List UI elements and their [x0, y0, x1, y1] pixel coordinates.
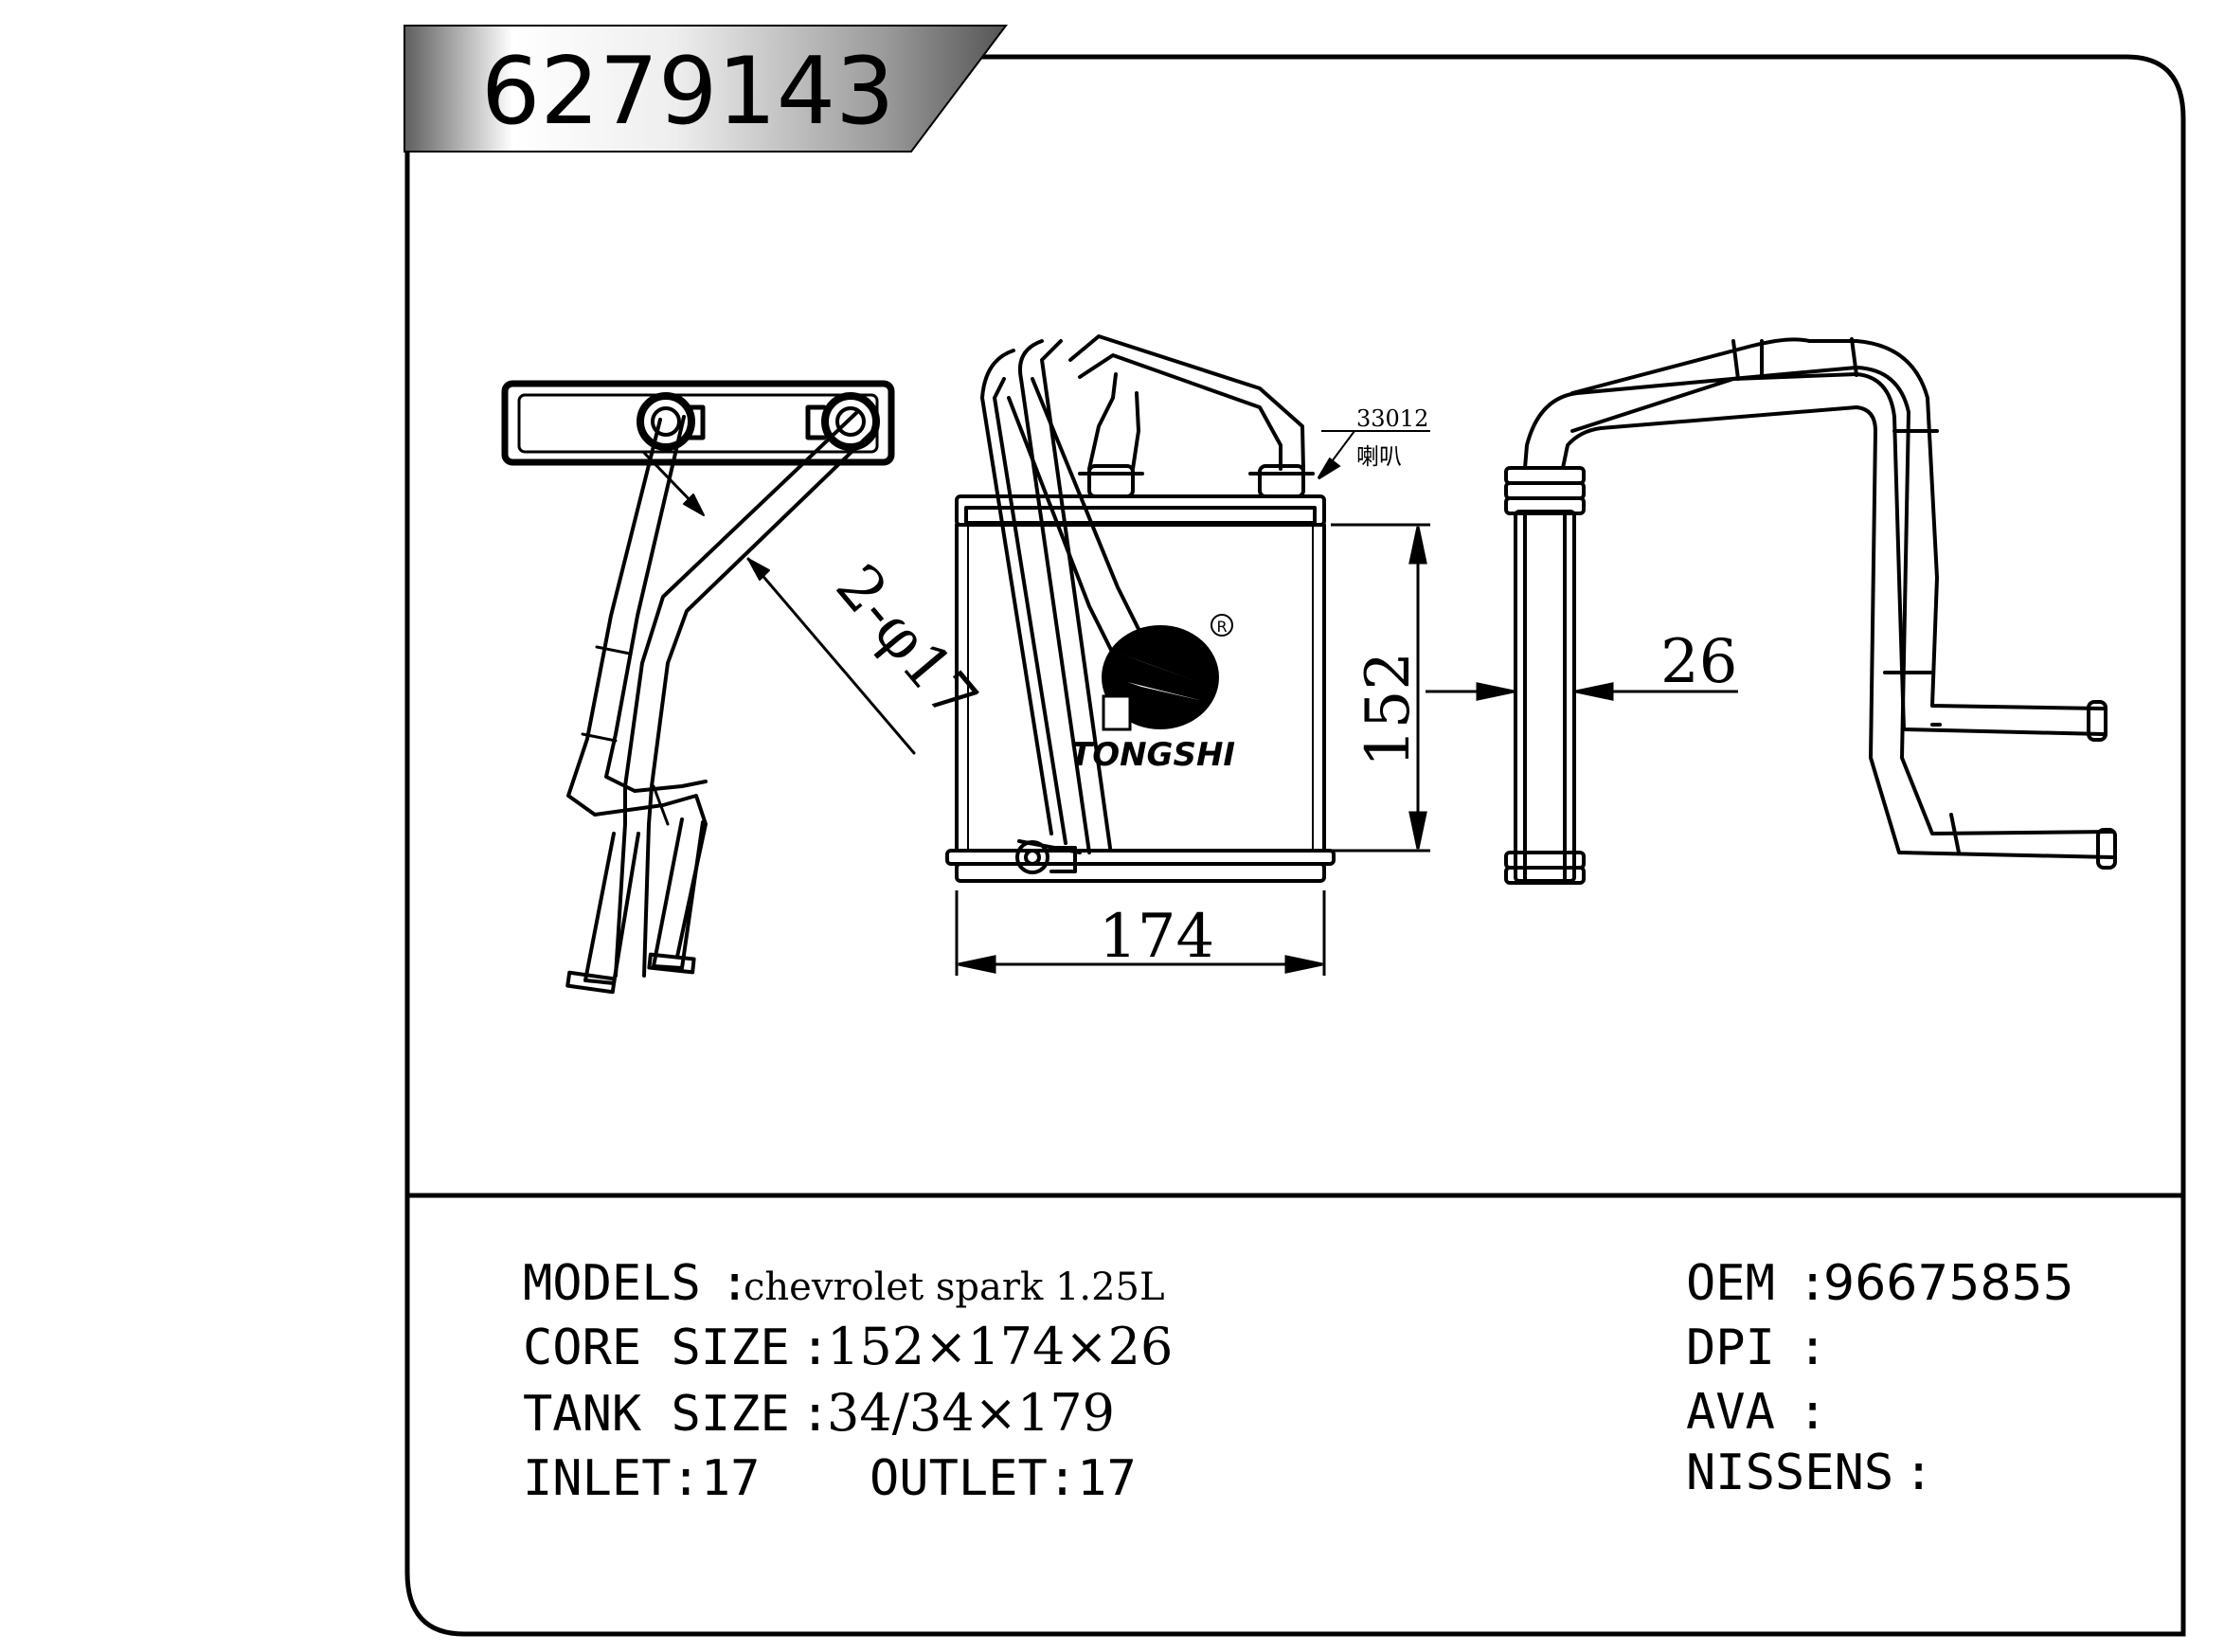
models-label: MODELS — [523, 1255, 701, 1312]
dpi-label: DPI — [1686, 1320, 1775, 1376]
inlet-text: INLET:17 — [523, 1450, 760, 1507]
width-dimension: 174 — [1099, 902, 1214, 972]
tank-size-separator: : — [800, 1386, 830, 1443]
tank-size-label: TANK SIZE — [523, 1386, 790, 1443]
models-separator: : — [720, 1255, 749, 1312]
dpi-separator: : — [1798, 1320, 1827, 1376]
height-dimension: 152 — [1354, 652, 1424, 767]
oem-label: OEM — [1686, 1255, 1775, 1312]
front-view-drawing — [945, 334, 1336, 883]
core-size-label: CORE SIZE — [523, 1320, 790, 1376]
oem-value: 96675855 — [1823, 1255, 2074, 1312]
core-size-value: 152×174×26 — [827, 1317, 1173, 1376]
port-note-code: 33012 — [1356, 405, 1428, 432]
spec-left-column: MODELS : chevrolet spark 1.25L CORE SIZE… — [523, 1255, 1173, 1507]
depth-dimension: 26 — [1660, 627, 1737, 697]
oem-separator: : — [1798, 1255, 1827, 1312]
outlet-text: OUTLET:17 — [870, 1450, 1137, 1507]
ava-separator: : — [1798, 1384, 1827, 1441]
models-value: chevrolet spark 1.25L — [744, 1266, 1165, 1309]
part-number: 6279143 — [481, 38, 894, 146]
nissens-separator: : — [1904, 1445, 1933, 1501]
spec-right-column: OEM : 96675855 DPI : AVA : NISSENS : — [1686, 1255, 2074, 1501]
front-dimensions — [955, 430, 1430, 976]
outer-frame — [404, 54, 2186, 1637]
port-note-text: 喇叭 — [1356, 443, 1402, 470]
brand-name: TONGSHI — [1070, 736, 1235, 774]
registered-mark: R — [1216, 618, 1227, 636]
top-view-drawing — [501, 380, 916, 995]
side-dimensions — [1426, 682, 1738, 701]
brand-logo: R TONGSHI — [1070, 614, 1235, 774]
core-size-separator: : — [800, 1320, 830, 1376]
pipe-diameter-label: 2-φ17 — [822, 552, 991, 734]
tank-size-value: 34/34×179 — [827, 1383, 1115, 1443]
ava-label: AVA — [1686, 1384, 1775, 1441]
side-view-drawing — [1504, 337, 2117, 885]
nissens-label: NISSENS — [1686, 1445, 1893, 1501]
title-tab: 6279143 — [404, 25, 1009, 153]
